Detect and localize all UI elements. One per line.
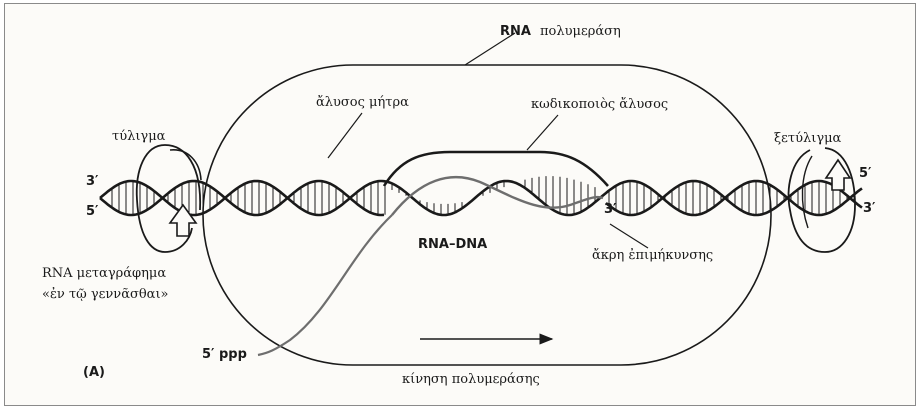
rna-pol-label-a: RNA (500, 24, 531, 40)
unwinding-arrow-icon (789, 148, 855, 252)
dna-strand-a (100, 181, 862, 215)
movement-label: κίνηση πολυμεράσης (402, 372, 540, 388)
unwinding-label: ξετύλιγμα (774, 131, 841, 147)
rna-3-prime-end-label: 3′ (604, 202, 616, 218)
rna-pol-label-b: πολυμεράση (540, 24, 621, 40)
template-strand-label: ἄλυσος μήτρα (316, 95, 409, 111)
rna-polymerase-body (203, 65, 771, 365)
rna-dna-hybrid-label: RNA–DNA (418, 237, 487, 253)
right-5-prime-label: 5′ (859, 166, 871, 182)
left-3-prime-label: 3′ (86, 174, 98, 190)
transcript-label-line1: RNA μεταγράφημα (42, 266, 166, 282)
right-3-prime-label: 3′ (863, 201, 875, 217)
pointer-template-strand (328, 113, 362, 158)
five-prime-ppp-label: 5′ ppp (202, 347, 247, 363)
winding-label: τύλιγμα (112, 129, 165, 145)
rna-transcript-strand (258, 215, 392, 355)
left-5-prime-label: 5′ (86, 204, 98, 220)
pointer-coding-strand (527, 115, 558, 150)
dna-strand-b (100, 181, 862, 215)
pointer-elongation-end (610, 224, 648, 248)
transcript-label-line2: «ἐν τῷ γεννᾶσθαι» (42, 287, 169, 303)
winding-arrow-icon (137, 145, 201, 252)
elongation-end-label: ἄκρη ἐπιμήκυνσης (592, 248, 713, 264)
panel-label: (A) (83, 365, 105, 381)
coding-strand-label: κωδικοποιὸς ἄλυσος (531, 97, 668, 113)
